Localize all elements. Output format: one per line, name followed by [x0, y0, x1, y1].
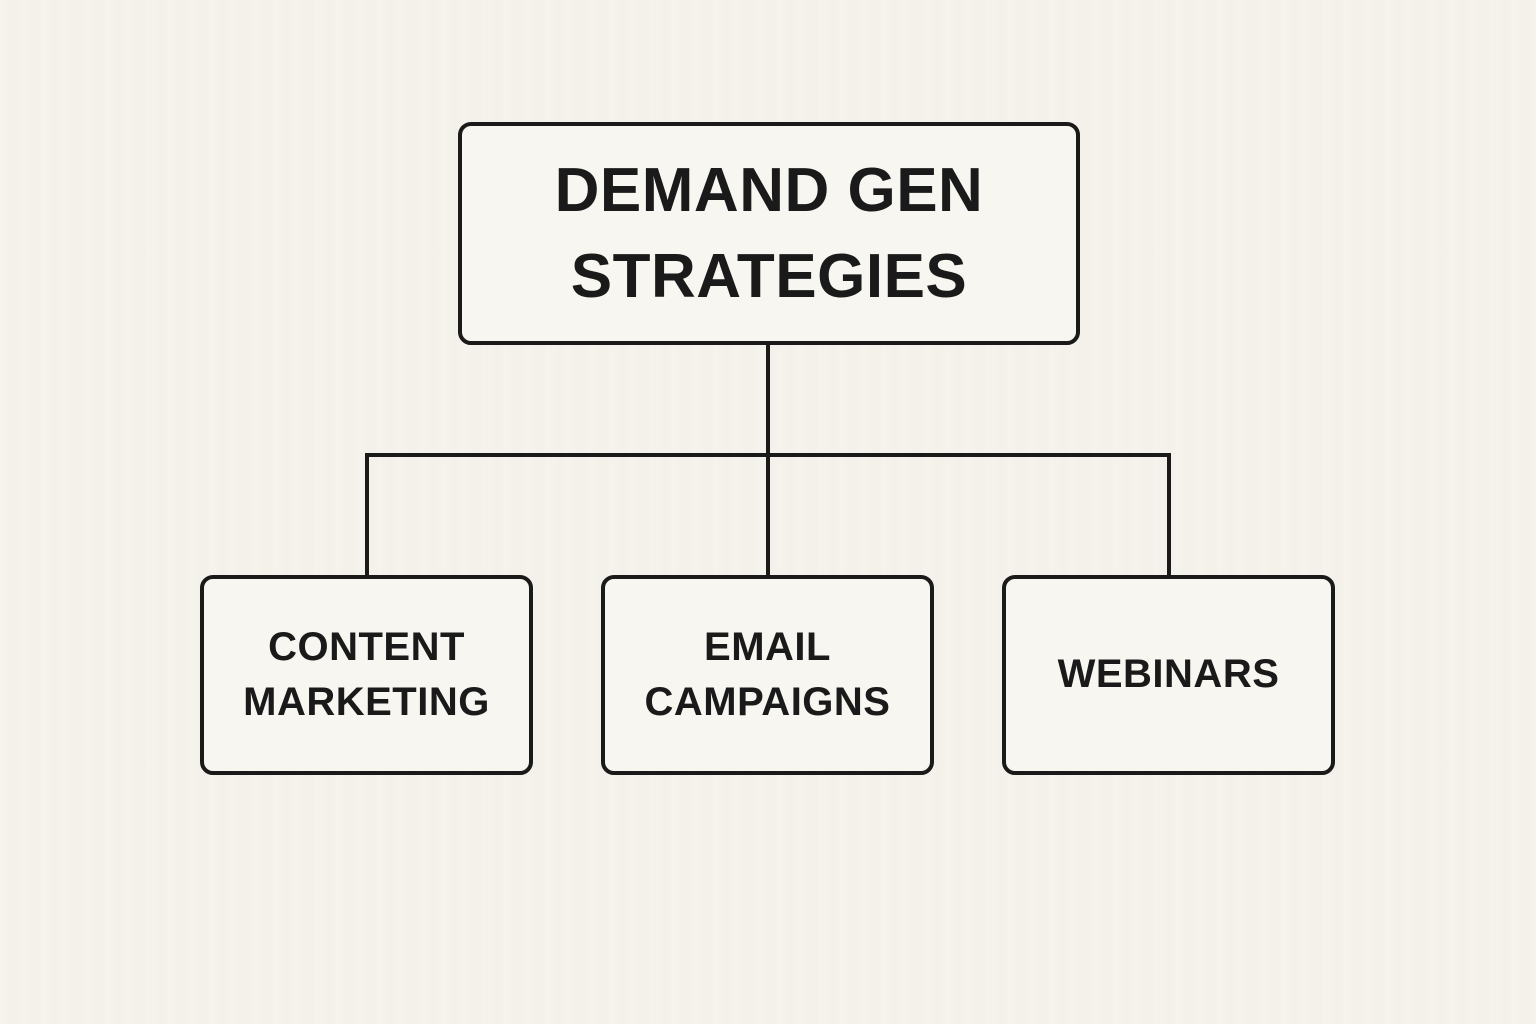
node-webinars: WEBINARS — [1002, 575, 1335, 775]
node-label-content-marketing: CONTENT MARKETING — [243, 624, 490, 724]
node-email-campaigns: EMAIL CAMPAIGNS — [601, 575, 934, 775]
node-label-webinars: WEBINARS — [1057, 652, 1280, 697]
connector-drop-content-marketing — [364, 453, 369, 579]
node-demand-gen-strategies: DEMAND GEN STRATEGIES — [458, 122, 1080, 345]
node-label-root: DEMAND GEN STRATEGIES — [554, 155, 984, 311]
connector-drop-email-campaigns — [765, 453, 770, 579]
node-content-marketing: CONTENT MARKETING — [200, 575, 533, 775]
connector-root-stem — [766, 343, 770, 457]
connector-drop-webinars — [1166, 453, 1171, 579]
node-label-email-campaigns: EMAIL CAMPAIGNS — [644, 624, 891, 724]
